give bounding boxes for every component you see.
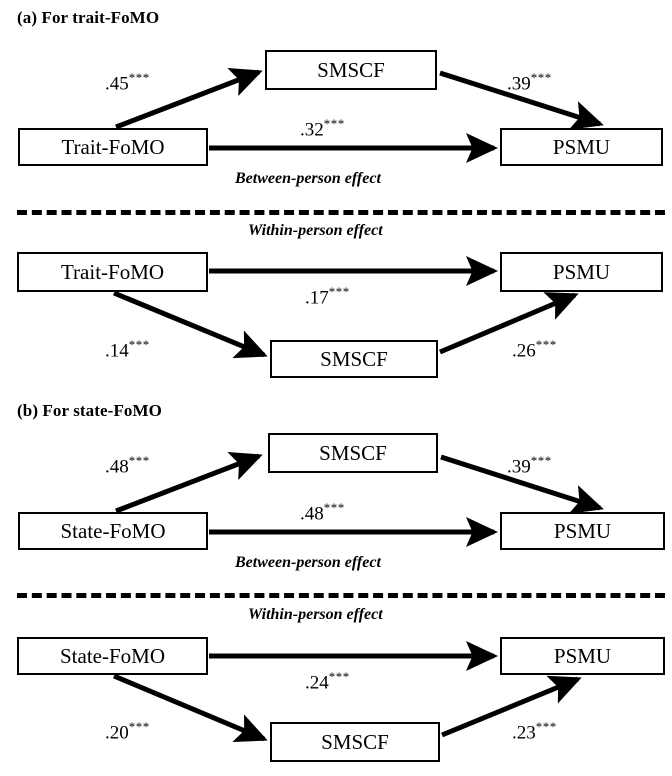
divider-panel-b xyxy=(17,593,665,598)
node-smscf-between-a: SMSCF xyxy=(265,50,437,90)
panel-a-title: (a) For trait-FoMO xyxy=(17,8,160,27)
significance-stars: *** xyxy=(323,116,345,131)
node-psmu-within-b: PSMU xyxy=(500,637,665,675)
significance-stars: *** xyxy=(328,669,350,684)
coef-b-between-x-m: .48*** xyxy=(105,453,150,478)
significance-stars: *** xyxy=(128,453,150,468)
coef-b-between-x-y: .48*** xyxy=(300,500,345,525)
significance-stars: *** xyxy=(530,453,552,468)
coef-value: .48 xyxy=(300,503,324,525)
significance-stars: *** xyxy=(530,70,552,85)
node-smscf-within-b: SMSCF xyxy=(270,722,440,762)
coef-value: .32 xyxy=(300,119,324,141)
significance-stars: *** xyxy=(128,337,150,352)
coef-value: .20 xyxy=(105,722,129,744)
coef-value: .45 xyxy=(105,73,129,95)
coef-value: .23 xyxy=(512,722,536,744)
node-trait-fomo-between: Trait-FoMO xyxy=(18,128,208,166)
significance-stars: *** xyxy=(323,500,345,515)
arrow-smscf-to-psmu-within-b xyxy=(441,675,582,738)
panel-b-title: (b) For state-FoMO xyxy=(17,401,162,420)
coef-a-between-m-y: .39*** xyxy=(507,70,552,95)
coef-a-between-x-y: .32*** xyxy=(300,116,345,141)
coef-value: .17 xyxy=(305,287,329,309)
coef-b-between-m-y: .39*** xyxy=(507,453,552,478)
coef-a-within-x-y: .17*** xyxy=(305,284,350,309)
coef-value: .14 xyxy=(105,340,129,362)
node-trait-fomo-within: Trait-FoMO xyxy=(17,252,208,292)
coef-value: .48 xyxy=(105,456,129,478)
coef-value: .26 xyxy=(512,340,536,362)
coef-a-between-x-m: .45*** xyxy=(105,70,150,95)
label-within-person-b: Within-person effect xyxy=(248,606,383,623)
coef-b-within-m-y: .23*** xyxy=(512,719,557,744)
node-smscf-within-a: SMSCF xyxy=(270,340,438,378)
significance-stars: *** xyxy=(128,70,150,85)
label-between-person-a: Between-person effect xyxy=(235,170,381,187)
coef-b-within-x-y: .24*** xyxy=(305,669,350,694)
divider-panel-a xyxy=(17,210,665,215)
label-within-person-a: Within-person effect xyxy=(248,222,383,239)
significance-stars: *** xyxy=(535,337,557,352)
coef-a-within-x-m: .14*** xyxy=(105,337,150,362)
coef-a-within-m-y: .26*** xyxy=(512,337,557,362)
coef-value: .24 xyxy=(305,672,329,694)
coef-value: .39 xyxy=(507,456,531,478)
node-psmu-between-b: PSMU xyxy=(500,512,665,550)
label-between-person-b: Between-person effect xyxy=(235,554,381,571)
significance-stars: *** xyxy=(328,284,350,299)
node-psmu-within-a: PSMU xyxy=(500,252,663,292)
node-state-fomo-within: State-FoMO xyxy=(17,637,208,675)
node-psmu-between-a: PSMU xyxy=(500,128,663,166)
significance-stars: *** xyxy=(535,719,557,734)
coef-value: .39 xyxy=(507,73,531,95)
significance-stars: *** xyxy=(128,719,150,734)
node-smscf-between-b: SMSCF xyxy=(268,433,438,473)
coef-b-within-x-m: .20*** xyxy=(105,719,150,744)
node-state-fomo-between: State-FoMO xyxy=(18,512,208,550)
